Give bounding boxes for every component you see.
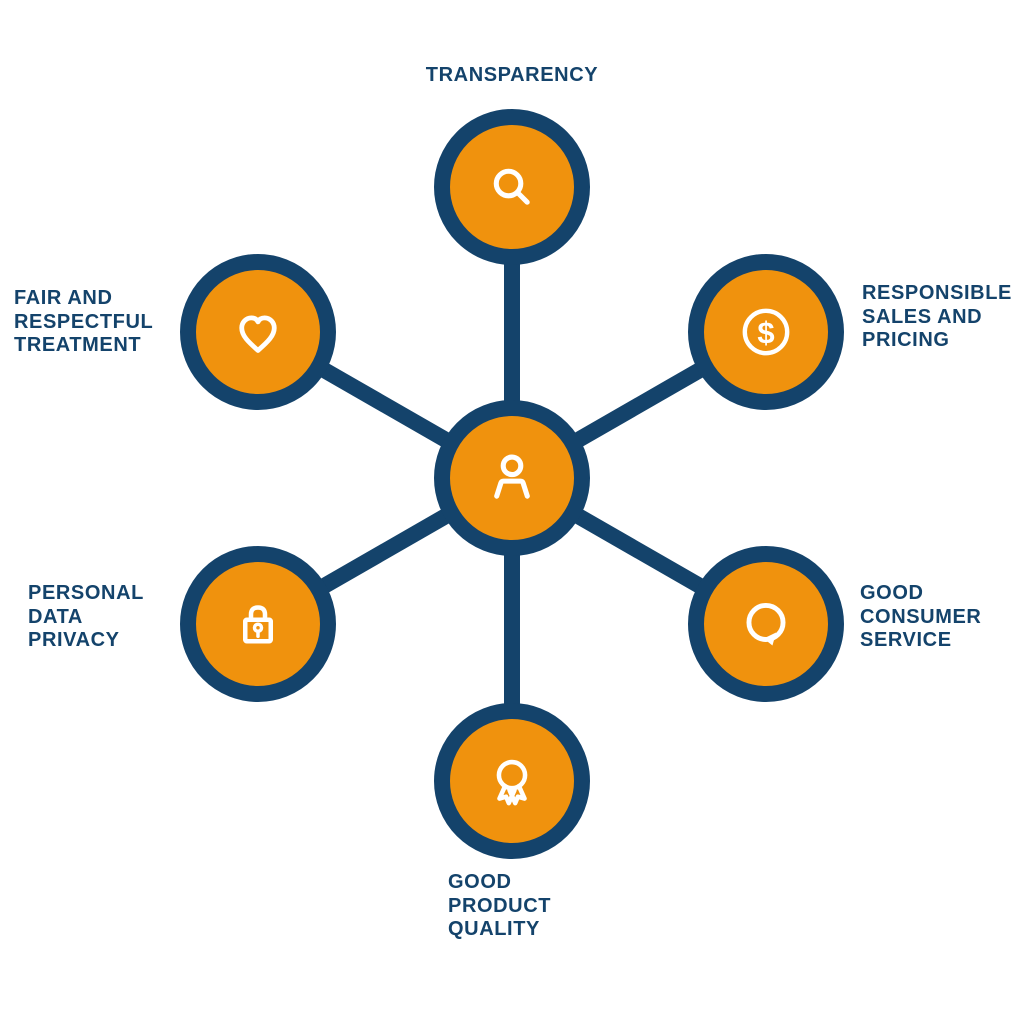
node-transparency [434, 109, 590, 265]
label-good-product-quality: GOOD PRODUCT QUALITY [448, 871, 552, 940]
person-icon [494, 454, 530, 499]
heart-icon [239, 315, 277, 353]
padlock-icon [243, 605, 273, 644]
node-personal-data-privacy [180, 546, 336, 702]
svg-text:$: $ [757, 315, 774, 350]
dollar-coin-icon: $ [742, 308, 790, 356]
node-responsible-sales-and-pricing: $ [688, 254, 844, 410]
label-fair-and-respectful-treatment: FAIR AND RESPECTFUL TREATMENT [14, 287, 154, 356]
label-good-consumer-service: GOOD CONSUMER SERVICE [860, 582, 982, 651]
node-fair-and-respectful-treatment [180, 254, 336, 410]
node-consumer-center [434, 400, 590, 556]
speech-bubble-icon [746, 602, 786, 646]
award-ribbon-icon [496, 759, 528, 806]
label-personal-data-privacy: PERSONAL DATA PRIVACY [28, 582, 144, 651]
node-good-consumer-service [688, 546, 844, 702]
label-transparency: TRANSPARENCY [425, 64, 599, 86]
magnifier-icon [493, 168, 530, 205]
node-good-product-quality [434, 703, 590, 859]
label-responsible-sales-and-pricing: RESPONSIBLE SALES AND PRICING [862, 282, 1012, 351]
